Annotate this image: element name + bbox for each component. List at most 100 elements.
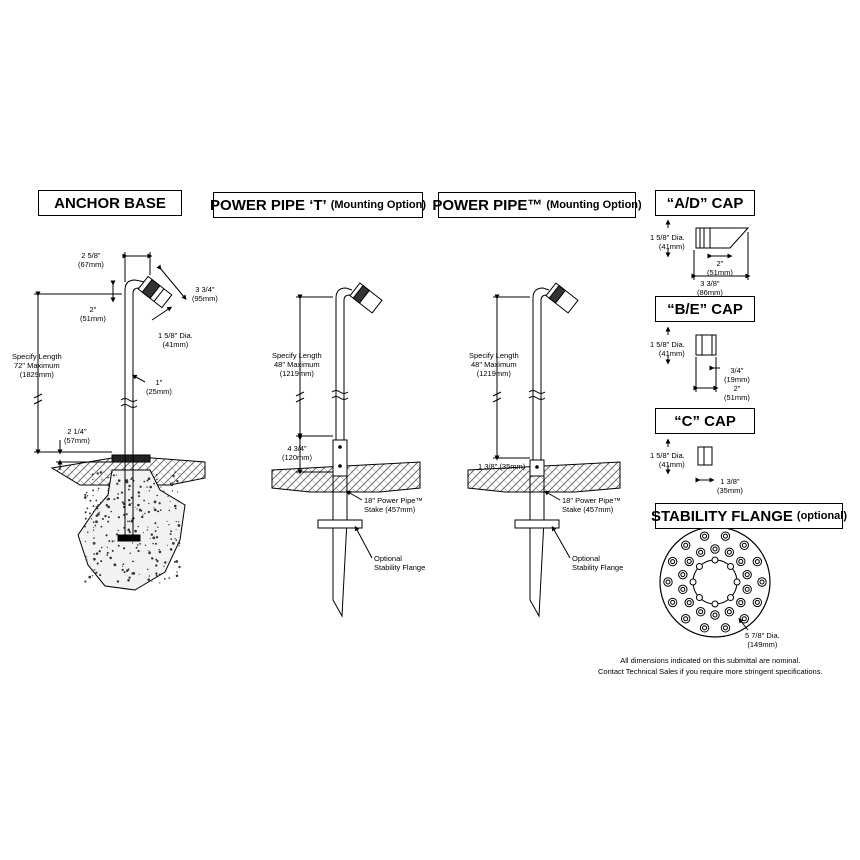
speckle-dot	[154, 530, 157, 533]
pipe-flange-label: Optional	[572, 554, 600, 563]
speckle-dot	[155, 574, 158, 577]
speckle-dot	[96, 507, 99, 510]
flange-hole-inner	[680, 586, 686, 592]
speckle-dot	[147, 578, 150, 581]
pipe-t-stake-size: Stake (457mm)	[364, 505, 416, 514]
concrete-footing	[77, 469, 186, 591]
title-be-cap-text: “B/E” CAP	[667, 300, 743, 318]
speckle-dot	[120, 491, 124, 494]
speckle-dot	[93, 537, 95, 539]
speckle-dot	[177, 524, 181, 527]
be-len-metric: (51mm)	[724, 393, 750, 402]
speckle-dot	[144, 512, 146, 515]
flange-hole-inner	[726, 609, 732, 615]
speckle-dot	[129, 552, 131, 554]
speckle-dot	[113, 563, 117, 567]
flange-notch	[711, 600, 719, 608]
speckle-dot	[136, 508, 138, 510]
title-c-cap-text: “C” CAP	[674, 412, 736, 430]
speckle-dot	[91, 473, 94, 476]
speckle-dot	[164, 561, 167, 564]
pipe-t-ground	[271, 461, 421, 493]
speckle-dot	[158, 573, 161, 576]
speckle-dot	[143, 480, 146, 483]
speckle-dot	[146, 486, 148, 488]
speckle-dot	[168, 577, 171, 580]
speckle-dot	[123, 571, 126, 574]
speckle-dot	[134, 506, 136, 508]
speckle-dot	[115, 533, 118, 536]
flange-hole	[710, 544, 720, 554]
speckle-dot	[128, 530, 131, 534]
speckle-dot	[138, 508, 142, 512]
pipe-t-stake-label: 18" Power Pipe™	[364, 496, 423, 505]
speckle-dot	[168, 509, 171, 512]
speckle-dot	[106, 554, 108, 556]
anchor-length: Specify Length 72" Maximum (1829mm)	[12, 352, 62, 379]
title-c-cap: “C” CAP	[655, 408, 755, 434]
flange-dia-value: 5 7/8" Dia.	[745, 631, 780, 640]
title-stability-flange-sub: (optional)	[796, 510, 848, 522]
speckle-dot	[99, 501, 102, 504]
speckle-dot	[97, 512, 100, 516]
speckle-dot	[169, 533, 172, 536]
speckle-dot	[169, 501, 171, 503]
speckle-dot	[121, 501, 124, 504]
speckle-dot	[143, 499, 146, 502]
flange-notch	[695, 594, 703, 602]
anchor-pipe: 1" (25mm)	[146, 378, 172, 396]
speckle-dot	[125, 513, 128, 516]
speckle-dot	[131, 477, 133, 479]
speckle-dot	[174, 471, 177, 473]
flange-hole-inner	[738, 558, 744, 564]
flange-hole	[724, 607, 735, 617]
speckle-dot	[168, 524, 170, 526]
title-power-pipe-sub: (Mounting Option)	[546, 199, 642, 211]
be-dia-metric: (41mm)	[658, 349, 685, 358]
speckle-dot	[156, 494, 159, 497]
speckle-dot	[170, 538, 173, 540]
speckle-dot	[147, 550, 149, 552]
speckle-dot	[139, 542, 141, 545]
pipe-t-length-label: Specify Length	[272, 351, 322, 360]
speckle-dot	[178, 565, 181, 569]
speckle-dot	[177, 541, 181, 545]
ad-dia-value: 1 5/8" Dia.	[650, 233, 685, 242]
anchor-base-dim: 2 1/4" (57mm)	[64, 427, 90, 445]
speckle-dot	[174, 507, 177, 510]
flange-hole-inner	[698, 549, 704, 555]
be-len-value: 2"	[733, 384, 741, 393]
speckle-dot	[128, 503, 132, 507]
flange-hole-inner	[686, 600, 692, 606]
speckle-dot	[109, 556, 112, 560]
anchor-dim-dia: 1 5/8" Dia. (41mm)	[158, 331, 193, 349]
anchor-length-label: Specify Length	[12, 352, 62, 361]
speckle-dot	[86, 531, 89, 533]
speckle-dot	[156, 478, 158, 481]
pipe-t-length-metric: (1219mm)	[279, 369, 314, 378]
title-anchor-base: ANCHOR BASE	[38, 190, 182, 216]
pipe-stake-size: Stake (457mm)	[562, 505, 614, 514]
speckle-dot	[163, 565, 165, 568]
flange-hole-inner	[702, 533, 708, 539]
flange-hole	[720, 623, 731, 633]
speckle-dot	[116, 482, 119, 485]
speckle-dot	[174, 538, 176, 540]
pipe-t-tee-value: 4 3/4"	[287, 444, 307, 453]
pipe-stake-label: 18" Power Pipe™	[562, 496, 621, 505]
speckle-dot	[153, 500, 157, 504]
flange-hole-inner	[738, 600, 744, 606]
speckle-dot	[92, 529, 95, 531]
speckle-dot	[113, 498, 116, 501]
speckle-dot	[97, 489, 99, 491]
speckle-dot	[151, 581, 153, 583]
speckle-dot	[172, 474, 175, 478]
anchor-dim-dia-value: 1 5/8" Dia.	[158, 331, 193, 340]
speckle-dot	[84, 555, 87, 558]
flange-hole	[736, 597, 746, 608]
c-len-value: 1 3/8"	[720, 477, 740, 486]
speckle-dot	[175, 520, 177, 523]
speckle-dot	[111, 549, 114, 552]
ad-len: 2" (51mm)	[707, 259, 733, 277]
pipe-t-flange-label: Optional	[374, 554, 402, 563]
